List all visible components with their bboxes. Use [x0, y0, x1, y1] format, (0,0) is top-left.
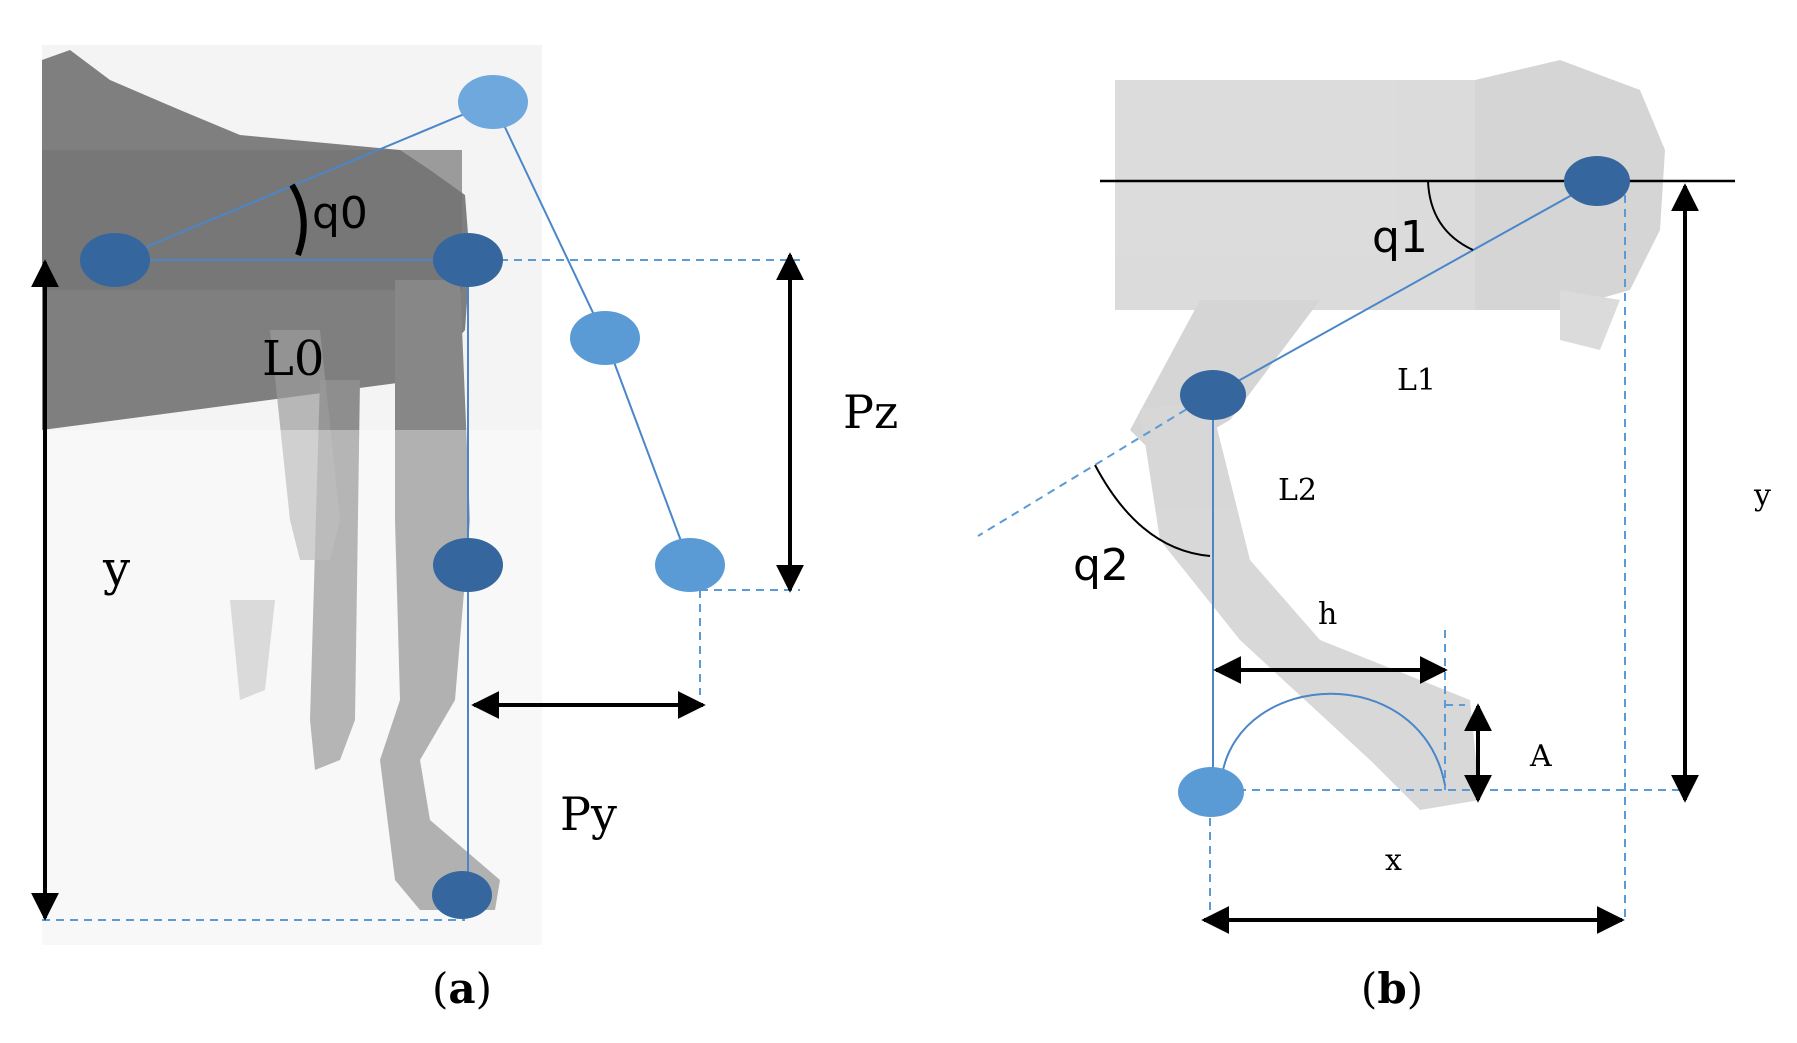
angle-q1-arc: [1427, 180, 1474, 251]
joint-knee-ghost: [570, 311, 640, 365]
photo-fade-a: [42, 430, 542, 945]
extension-line-L1: [977, 394, 1211, 537]
joint-shoulder: [433, 233, 503, 287]
dashed-guides-a: [42, 259, 800, 921]
label-h: h: [1318, 597, 1337, 632]
links-b: [1212, 180, 1598, 790]
label-Py: Py: [560, 787, 617, 841]
joint-hip-b: [1564, 156, 1630, 206]
label-y-a: y: [102, 541, 130, 597]
caption-a: (a): [432, 964, 492, 1013]
label-L1: L1: [1397, 363, 1436, 398]
link-lower-ghost: [604, 337, 691, 566]
joint-knee: [433, 538, 503, 592]
caption-b: (b): [1361, 964, 1423, 1013]
joint-body: [80, 233, 150, 287]
label-Pz: Pz: [843, 385, 898, 439]
joint-foot-b: [1178, 767, 1244, 817]
joint-foot-ghost: [655, 538, 725, 592]
label-q0: q0: [312, 188, 368, 239]
label-x: x: [1385, 843, 1402, 878]
label-q1: q1: [1372, 212, 1428, 263]
link-L1: [1212, 180, 1598, 396]
link-hip: [114, 101, 494, 261]
joint-knee-b: [1180, 370, 1246, 420]
arrows-b: [1201, 183, 1699, 934]
joints-b: [1178, 156, 1630, 817]
panel-a: q0 L0 y Pz Py (a): [31, 45, 898, 1013]
angle-q0-arc: [289, 183, 307, 257]
joint-hip-top: [458, 75, 528, 129]
arrows-a: [31, 252, 804, 921]
angle-arcs-b: [1094, 180, 1474, 557]
robot-silhouette-b: [1115, 60, 1665, 810]
label-L0: L0: [262, 331, 324, 387]
label-y-b: y: [1753, 478, 1771, 513]
angle-q2-arc: [1094, 464, 1211, 557]
link-upper-ghost: [492, 101, 606, 339]
joints-a: [80, 75, 725, 919]
label-q2: q2: [1073, 540, 1129, 591]
label-A: A: [1529, 739, 1552, 774]
label-L2: L2: [1278, 473, 1317, 508]
panel-b: q1 L1 L2 q2 h A y x (b): [977, 60, 1771, 1013]
joint-foot: [432, 871, 492, 919]
foot-trajectory: [1221, 692, 1446, 786]
